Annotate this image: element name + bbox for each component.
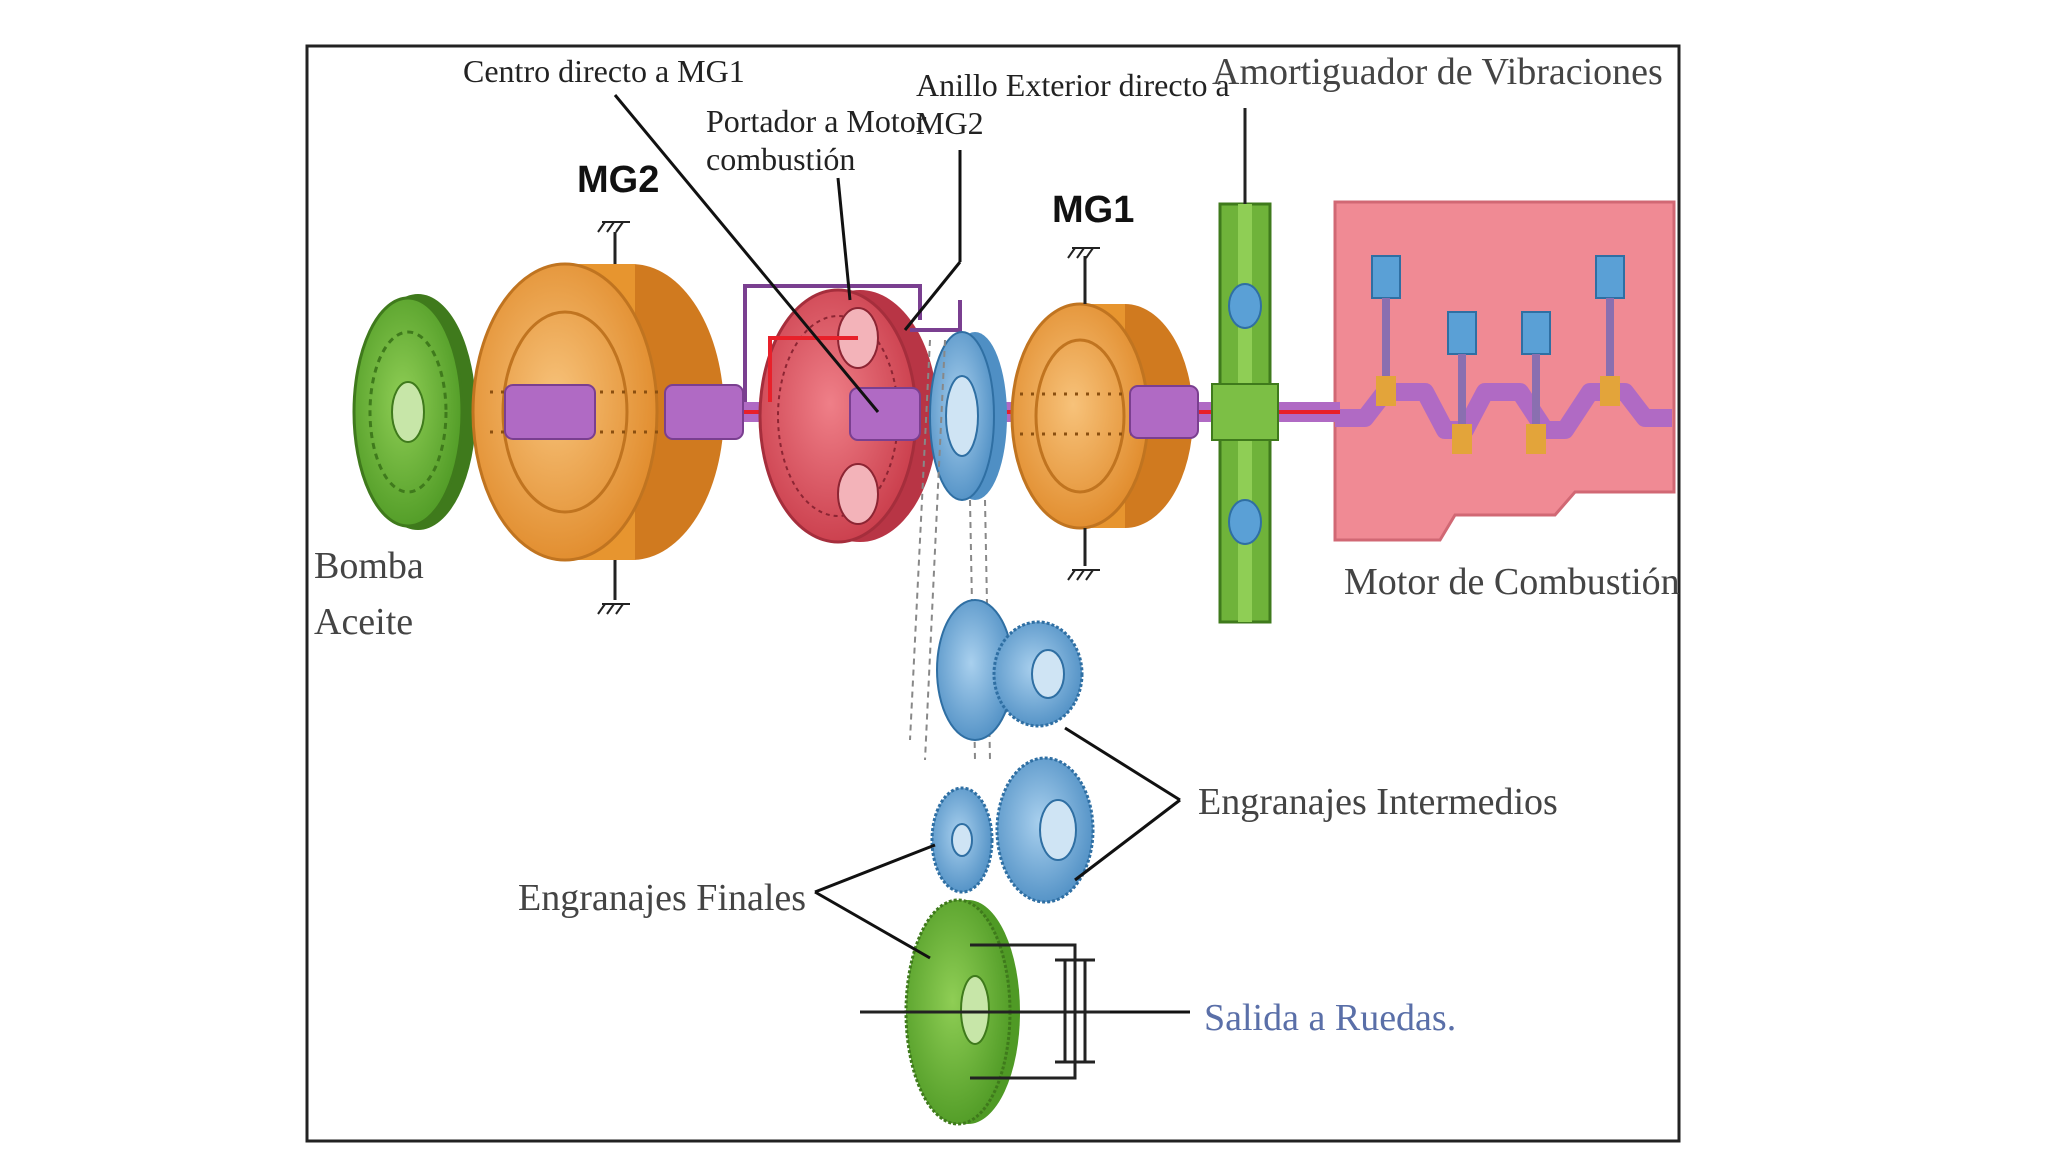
label-ring-line1: Anillo Exterior directo a — [916, 67, 1230, 103]
leader-lines — [613, 94, 1190, 1014]
label-pump-line1: Bomba — [314, 545, 424, 587]
oil-pump — [352, 294, 476, 530]
mg1-motor — [1010, 256, 1199, 566]
label-damper: Amortiguador de Vibraciones — [1212, 51, 1663, 93]
label-engine: Motor de Combustión — [1344, 561, 1680, 603]
ground-symbol-icon — [1067, 569, 1100, 581]
piston-icon — [1447, 311, 1477, 454]
piston-icon — [1521, 311, 1551, 454]
label-final-gears: Engranajes Finales — [518, 877, 806, 919]
gear-icon — [930, 786, 994, 894]
label-sun-to-mg1: Centro directo a MG1 — [463, 53, 745, 89]
label-ring-line2: MG2 — [916, 105, 984, 141]
mg2-motor — [471, 232, 744, 600]
ground-symbol-icon — [597, 603, 630, 615]
label-carrier-line2: combustión — [706, 141, 855, 177]
ground-symbol-icon — [1067, 247, 1100, 259]
label-pump-line2: Aceite — [314, 601, 413, 643]
piston-icon — [1595, 255, 1625, 406]
vibration-damper — [1211, 108, 1279, 624]
label-intermediate-gears: Engranajes Intermedios — [1198, 781, 1558, 823]
label-mg1: MG1 — [1052, 189, 1134, 231]
planetary-gear-set — [743, 284, 962, 544]
gear-icon — [936, 599, 1084, 741]
intermediate-gears — [936, 599, 1095, 904]
combustion-engine — [1333, 200, 1676, 542]
label-carrier-line1: Portador a Motor — [706, 103, 927, 139]
label-mg2: MG2 — [577, 159, 659, 201]
piston-icon — [1371, 255, 1401, 406]
ground-symbol-icon — [597, 221, 630, 233]
label-wheel-output: Salida a Ruedas. — [1204, 997, 1456, 1039]
gear-icon — [995, 756, 1095, 904]
ring-gear-sprocket — [909, 331, 1007, 761]
